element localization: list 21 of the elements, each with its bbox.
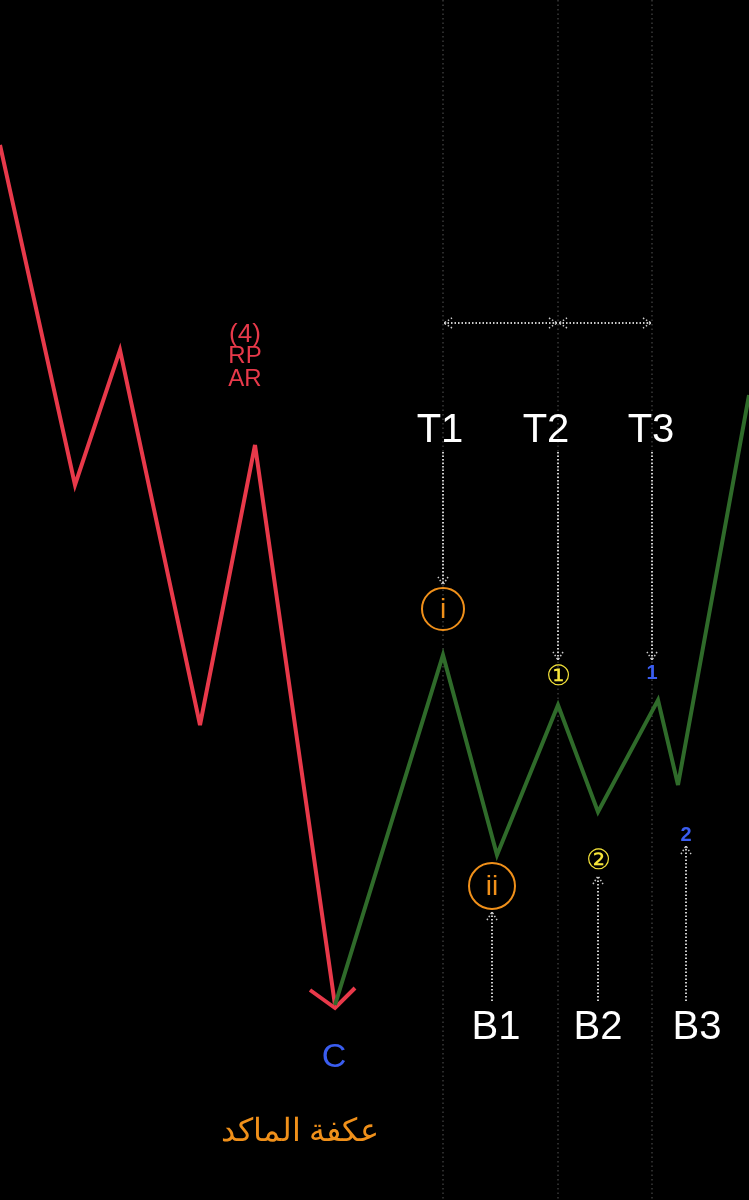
annotation-text: عكفة الماكد [220,1114,380,1146]
dotted-arrow [646,451,658,661]
time-marker-label: T3 [627,408,675,448]
wave-label: AR [228,366,262,390]
wave-label: ① [545,662,571,690]
time-marker-label: B2 [573,1005,623,1045]
time-marker-label: B1 [471,1005,521,1045]
wave-label: ② [585,846,611,874]
wave-label-circle: i [421,587,465,631]
dotted-arrow [437,451,449,586]
time-marker-label: B3 [672,1005,722,1045]
wave-label: C [321,1038,347,1072]
time-marker-label: T1 [416,408,464,448]
time-marker-label: T2 [522,408,570,448]
wave-label: 1 [646,662,658,682]
dotted-arrow [486,911,498,1002]
dotted-arrow [680,845,692,1002]
dotted-arrow [552,451,564,661]
dotted-arrow [592,875,604,1002]
wave-label: 2 [680,824,692,844]
wave-label-circle: ii [468,862,516,910]
